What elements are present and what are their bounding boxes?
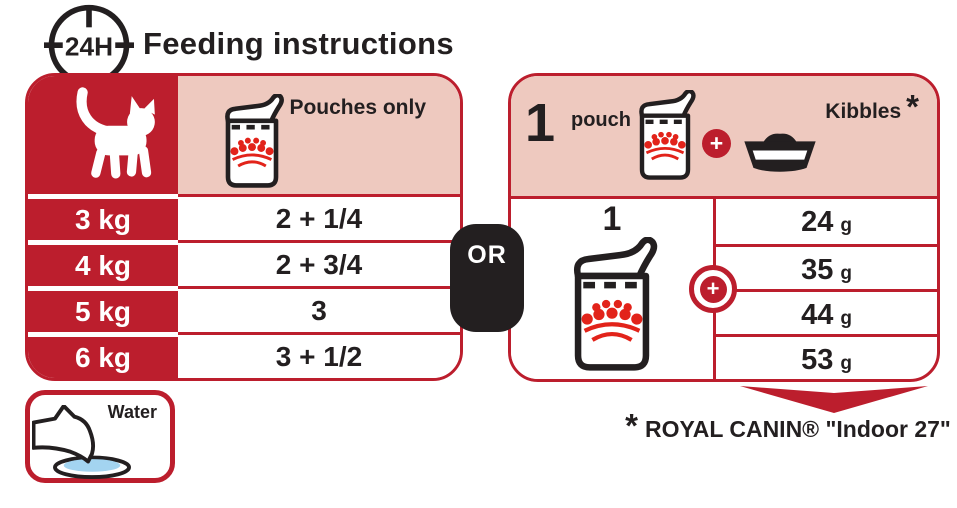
page-title: Feeding instructions	[143, 26, 454, 61]
table-row: 4 kg 2 + 3/4	[28, 240, 460, 286]
cat-cell	[28, 76, 178, 194]
kibble-amount: 53 g	[716, 334, 937, 379]
asterisk: *	[906, 88, 919, 125]
weight-cell: 4 kg	[28, 240, 178, 286]
kibble-amount: 35 g	[716, 244, 937, 289]
footnote: *ROYAL CANIN® "Indoor 27"	[622, 409, 954, 443]
plus-sign: +	[706, 276, 720, 301]
cat-drinking-icon	[32, 405, 131, 480]
table-row: 6 kg 3 + 1/2	[28, 332, 460, 378]
table-row: 5 kg 3	[28, 286, 460, 332]
pouch-count-cell: 2 + 3/4	[178, 240, 460, 286]
pouch-count-cell: 3	[178, 286, 460, 332]
kibble-amount-column: 24 g 35 g 44 g 53 g	[713, 199, 937, 379]
right-table-body: 1 24 g	[511, 199, 937, 379]
pouch-count-label: 1	[525, 93, 556, 153]
pouch-icon	[225, 94, 284, 188]
weight-cell: 5 kg	[28, 286, 178, 332]
pouch-column: 1	[511, 199, 713, 379]
plus-sign: +	[709, 130, 724, 156]
asterisk: *	[625, 407, 638, 444]
kibble-amount: 44 g	[716, 289, 937, 334]
down-arrow-icon	[740, 386, 928, 413]
clock-badge-text: 24H	[65, 31, 113, 61]
pouch-count-label: 1	[602, 200, 622, 238]
or-badge: OR	[450, 224, 524, 332]
kibbles-label: Kibbles*	[825, 88, 919, 125]
right-table-header-row: 1 pouch + Kibbles	[511, 76, 937, 199]
plus-icon: +	[702, 129, 731, 158]
pouch-count-cell: 2 + 1/4	[178, 194, 460, 240]
pouch-unit-label: pouch	[571, 109, 631, 131]
pouch-icon	[639, 90, 696, 180]
clock-24h-icon: 24H	[44, 4, 134, 86]
left-table-header-row: Pouches only	[28, 76, 460, 194]
mixed-feeding-table: 1 pouch + Kibbles	[508, 73, 940, 382]
pouches-only-header-cell: Pouches only	[178, 76, 460, 194]
plus-circle-icon: +	[689, 265, 737, 313]
weight-cell: 6 kg	[28, 332, 178, 378]
pouch-count-cell: 3 + 1/2	[178, 332, 460, 378]
cat-silhouette-icon	[76, 87, 155, 179]
pouch-icon	[573, 237, 658, 371]
weight-cell: 3 kg	[28, 194, 178, 240]
pouches-only-label: Pouches only	[289, 96, 426, 119]
table-row: 3 kg 2 + 1/4	[28, 194, 460, 240]
kibble-amount: 24 g	[801, 206, 852, 238]
bowl-icon	[744, 133, 816, 172]
water-box: Water	[25, 390, 175, 483]
water-label: Water	[107, 402, 157, 422]
pouches-only-table: Pouches only 3 kg 2 + 1/4 4 kg 2 + 3/4 5…	[25, 73, 463, 381]
footnote-text: ROYAL CANIN® "Indoor 27"	[644, 416, 951, 442]
